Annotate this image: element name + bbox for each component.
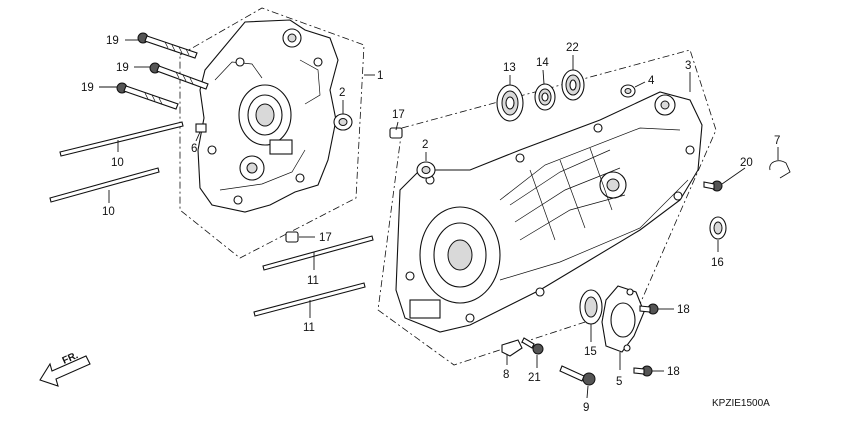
front-arrow-icon	[39, 355, 91, 387]
callout-11-upper: 11	[307, 275, 319, 287]
stud-11-upper	[262, 235, 374, 271]
callout-16: 16	[711, 257, 724, 269]
callout-13: 13	[503, 62, 516, 74]
diagram-code: KPZIE1500A	[712, 398, 770, 409]
clamp-8	[501, 339, 523, 357]
right-crankcase-half	[197, 19, 339, 213]
stud-10-upper	[59, 121, 184, 157]
stud-10-lower	[49, 167, 160, 203]
callout-2-right: 2	[339, 87, 345, 99]
right-crankcase-boundary	[179, 7, 365, 259]
bolt-9	[559, 365, 596, 386]
bolt-19-top	[137, 32, 198, 59]
callout-9: 9	[583, 402, 589, 414]
bearing-13	[496, 84, 524, 122]
callout-17-upper: 17	[392, 109, 405, 121]
cover-plate-5	[601, 285, 645, 353]
bearing-22	[561, 69, 585, 101]
callout-14: 14	[536, 57, 549, 69]
callout-8: 8	[503, 369, 509, 381]
bolt-20	[703, 180, 723, 192]
callout-11-lower: 11	[303, 322, 315, 334]
oil-seal-16	[709, 216, 727, 240]
callout-6: 6	[191, 143, 197, 155]
bolt-21	[521, 337, 544, 355]
callout-19-top: 19	[106, 35, 119, 47]
stud-11-lower	[253, 282, 366, 317]
bearing-14	[534, 83, 556, 111]
callout-2-left: 2	[422, 139, 428, 151]
bolt-18-upper	[639, 303, 659, 315]
callout-18-lower: 18	[667, 366, 680, 378]
callout-21: 21	[528, 372, 541, 384]
left-crankcase-half	[395, 91, 703, 333]
oil-seal-2-left	[416, 161, 436, 179]
callout-5: 5	[616, 376, 622, 388]
leader-lines	[99, 39, 779, 399]
bolt-19-lower	[116, 82, 179, 110]
callout-labels: 19 19 19 1 2 6 10 10 17 17 11 11 2 13 14…	[81, 35, 780, 414]
clip-7	[769, 160, 791, 179]
oil-seal-2-right	[333, 113, 353, 131]
callout-1: 1	[377, 70, 383, 82]
callout-3: 3	[685, 60, 691, 72]
dowel-pin-17-upper	[389, 127, 403, 139]
callout-4: 4	[648, 75, 655, 87]
front-direction-indicator: FR.	[39, 350, 91, 387]
callout-22: 22	[566, 42, 579, 54]
callout-7: 7	[774, 135, 780, 147]
callout-17-lower: 17	[319, 232, 332, 244]
callout-19-lower: 19	[81, 82, 94, 94]
callout-20: 20	[740, 157, 753, 169]
collar-4	[620, 84, 636, 98]
bolt-19-middle	[149, 62, 209, 90]
callout-19-middle: 19	[116, 62, 129, 74]
bolt-18-lower	[633, 365, 653, 377]
dowel-pin-6	[195, 123, 207, 133]
oil-seal-15	[579, 289, 603, 325]
callout-10-upper: 10	[111, 157, 124, 169]
callout-15: 15	[584, 346, 597, 358]
dowel-pin-17-lower	[285, 231, 299, 243]
callout-10-lower: 10	[102, 206, 115, 218]
callout-18-upper: 18	[677, 304, 690, 316]
